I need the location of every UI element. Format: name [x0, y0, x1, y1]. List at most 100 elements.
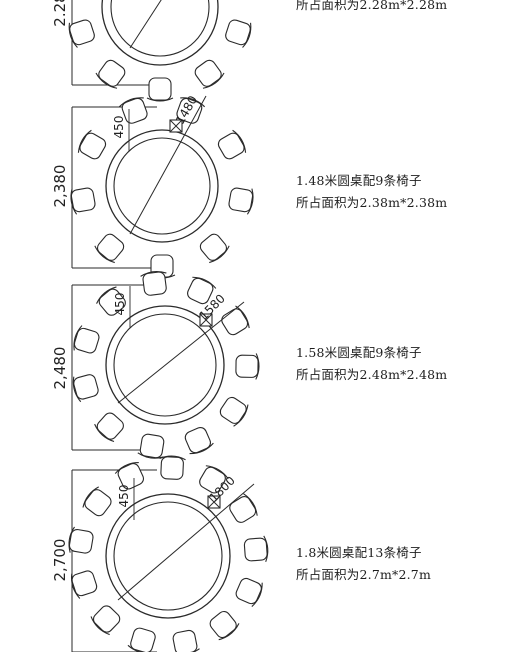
caption-layout-238: 1.48米圆桌配9条椅子 所占面积为2.38m*2.38m — [296, 170, 447, 214]
chair-seat — [139, 433, 165, 459]
chair — [146, 77, 174, 102]
chair-back — [218, 623, 240, 641]
marker-cross — [207, 495, 221, 509]
chair-back — [209, 245, 230, 264]
chair-seat — [96, 233, 125, 261]
diameter-line — [129, 95, 207, 235]
chair — [140, 270, 167, 296]
chair-seat — [79, 132, 107, 160]
chair — [82, 486, 112, 517]
overall-dimension-label: 2,380 — [51, 165, 69, 208]
chair-back — [263, 535, 269, 563]
chair-seat — [228, 187, 254, 213]
chair — [137, 433, 165, 459]
chair-seat — [184, 426, 212, 454]
chair — [90, 605, 121, 636]
caption-area: 所占面积为2.48m*2.48m — [296, 367, 448, 382]
chair-seat — [209, 610, 237, 639]
chair-back — [70, 188, 78, 215]
chair-back — [82, 486, 99, 508]
chair-back — [205, 465, 229, 480]
chair — [187, 276, 217, 305]
chair-seat — [92, 605, 121, 633]
chair — [96, 286, 126, 316]
overall-dimension-label: 2,480 — [51, 347, 69, 390]
chair-seat — [219, 396, 247, 424]
chair — [95, 59, 126, 89]
chair-size-label: 450 — [112, 116, 126, 139]
chair-back — [94, 245, 115, 264]
chair — [68, 526, 94, 554]
caption-layout-228: 所占面积为2.28m*2.28m — [296, 0, 447, 16]
chair — [243, 535, 269, 563]
chair — [70, 187, 96, 215]
chair-seat — [235, 354, 259, 378]
chair-seat — [73, 374, 99, 400]
chair — [209, 610, 240, 641]
chair — [159, 455, 186, 480]
table-inner-circle — [113, 137, 211, 235]
chair — [94, 233, 125, 264]
chair-seat — [121, 97, 148, 124]
chair-seat — [68, 528, 94, 554]
chair-back — [90, 616, 110, 636]
chair-back — [233, 404, 249, 427]
chair-seat — [187, 277, 214, 305]
chair — [94, 412, 124, 443]
table-outer-circle — [105, 129, 219, 243]
chair — [68, 19, 95, 48]
diameter-line — [129, 0, 162, 49]
table-outer-circle — [105, 493, 231, 619]
chair-seat — [70, 187, 96, 213]
chair-seat — [176, 97, 203, 124]
chair-back — [242, 22, 252, 48]
chair — [199, 465, 229, 494]
chair-back — [255, 353, 260, 380]
chair-back — [192, 276, 217, 289]
diameter-line — [117, 301, 245, 404]
chair-back — [72, 376, 82, 403]
chair-seat — [199, 233, 228, 261]
chair-size-label: 450 — [117, 485, 131, 508]
chair-size-label: 450 — [113, 293, 127, 316]
chair — [219, 396, 249, 427]
chair — [235, 353, 260, 380]
caption-title: 1.58米圆桌配9条椅子 — [296, 345, 422, 360]
chair-seat — [217, 132, 245, 160]
chair-seat — [243, 537, 268, 562]
caption-layout-248: 1.58米圆桌配9条椅子 所占面积为2.48m*2.48m — [296, 342, 447, 386]
chair — [225, 19, 252, 48]
chair — [70, 570, 98, 599]
chair-seat — [225, 19, 251, 46]
chair-back — [114, 462, 139, 474]
layout-228: 2.28 — [51, 0, 252, 102]
chair-back — [232, 129, 247, 153]
chair-seat — [71, 570, 98, 597]
chair-seat — [69, 19, 95, 46]
table-inner-circle — [113, 313, 217, 417]
marker-cross — [169, 119, 183, 133]
caption-layout-270: 1.8米圆桌配13条椅子 所占面积为2.7m*2.7m — [296, 542, 431, 586]
chair — [77, 129, 107, 160]
chair-back — [202, 72, 225, 89]
chair-seat — [148, 77, 172, 101]
chair — [172, 629, 200, 652]
chair-seat — [130, 627, 156, 652]
chair-seat — [199, 466, 226, 494]
chair — [194, 59, 225, 89]
chair-back — [73, 325, 83, 351]
chair-back — [140, 270, 167, 277]
diameter-line — [117, 483, 255, 601]
chair — [73, 325, 100, 354]
chair — [184, 426, 214, 455]
chair-back — [95, 72, 118, 89]
chair-back — [189, 442, 214, 455]
chair-back — [68, 22, 78, 48]
chair-back — [180, 97, 206, 108]
chair-back — [146, 97, 174, 102]
chair — [229, 493, 258, 523]
